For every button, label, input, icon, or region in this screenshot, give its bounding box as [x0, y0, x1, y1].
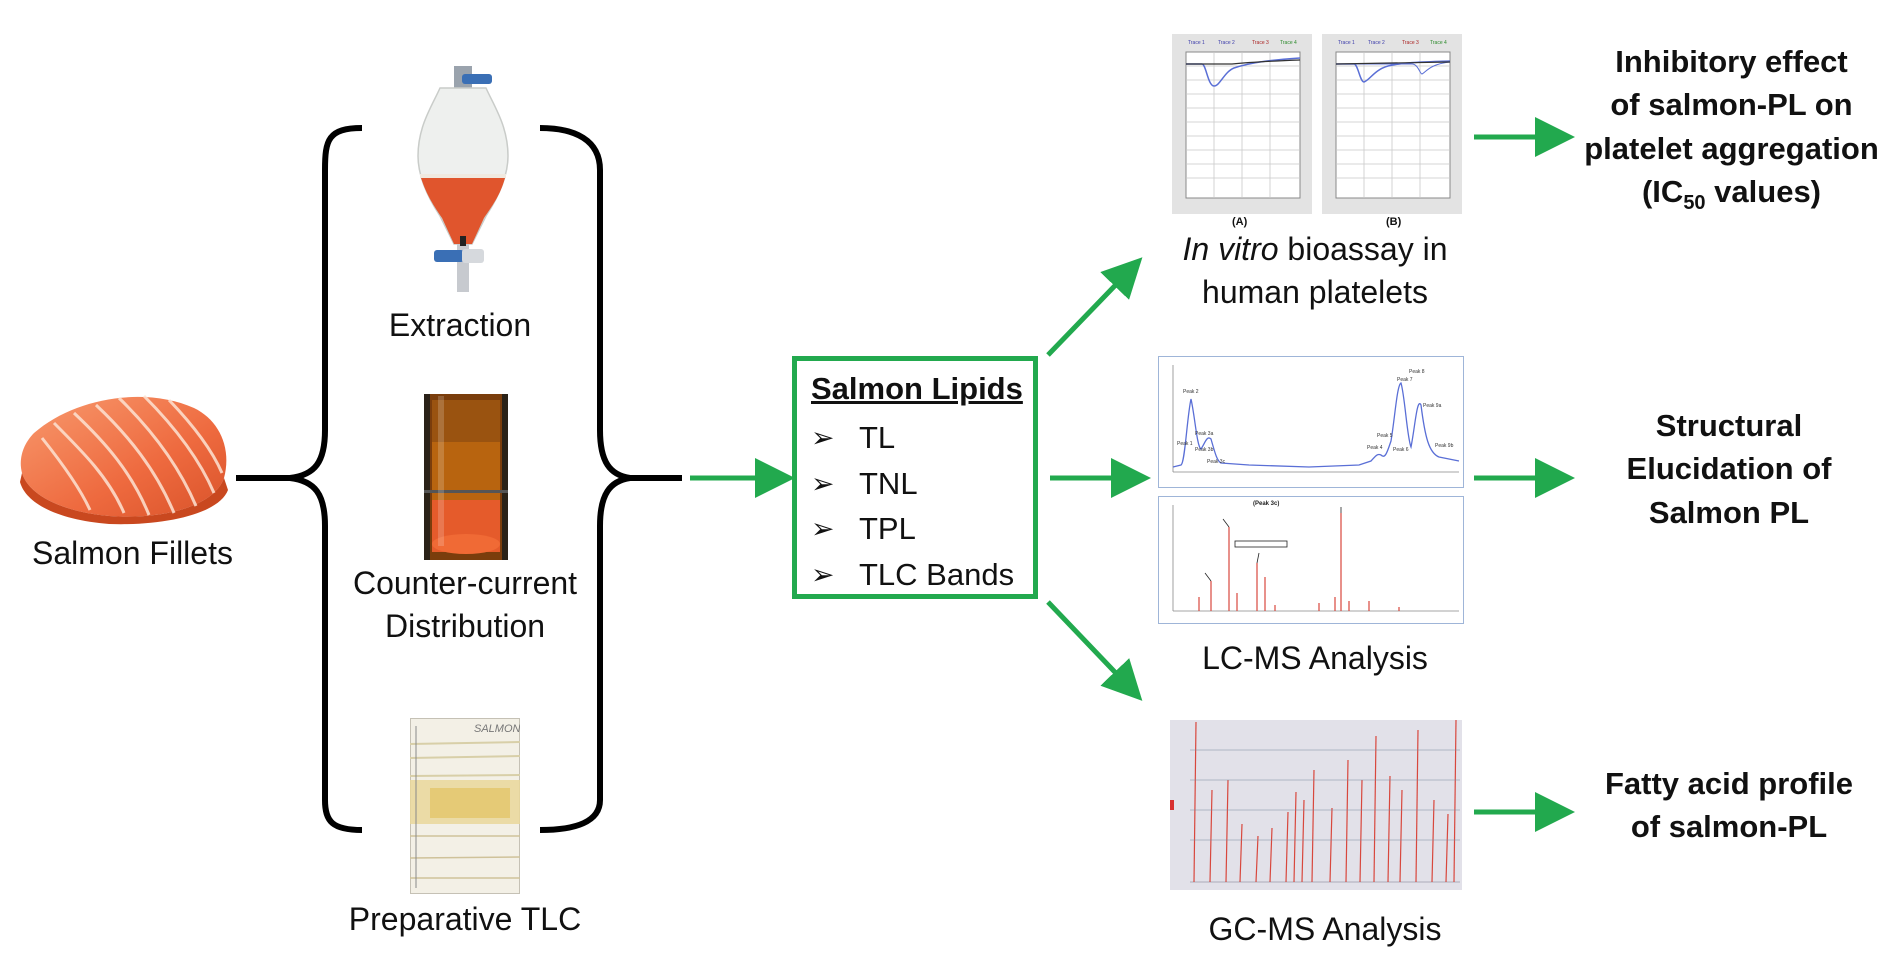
svg-text:Peak 5: Peak 5: [1377, 433, 1393, 439]
svg-text:Peak 8: Peak 8: [1409, 369, 1425, 375]
gcms-label: GC-MS Analysis: [1208, 911, 1442, 947]
method-label-ccd: Counter-current Distribution: [330, 562, 600, 648]
lipid-item: ➢ TL: [811, 415, 1014, 461]
result-structural-line3: Salmon PL: [1648, 494, 1810, 530]
result-inhibitory-line2: of salmon-PL on: [1610, 87, 1853, 123]
arrowhead-bullet-icon: ➢: [811, 558, 835, 590]
ccd-tube-image: [424, 394, 508, 560]
result-structural-line2: Elucidation of: [1626, 451, 1832, 487]
arrowhead-bullet-icon: ➢: [811, 467, 835, 499]
lipid-item: ➢ TLC Bands: [811, 552, 1014, 598]
arrow-to-bioassay: [1046, 257, 1143, 357]
svg-text:Peak 6: Peak 6: [1393, 447, 1409, 453]
result-fatty-line2: of salmon-PL: [1630, 809, 1828, 845]
result-structural-elucidation: Structural Elucidation of Salmon PL: [1574, 404, 1884, 534]
lcms-label: LC-MS Analysis: [1202, 640, 1428, 676]
bioassay-label-line2: human platelets: [1202, 274, 1428, 311]
panel-a-caption: (A): [1232, 216, 1248, 228]
svg-text:Peak 2: Peak 2: [1183, 389, 1199, 395]
right-brace: [539, 125, 682, 833]
bioassay-label-rest: bioassay in: [1278, 231, 1448, 267]
method-label-tlc: Preparative TLC: [348, 901, 582, 937]
lipid-item-label: TLC Bands: [859, 556, 1015, 592]
svg-text:Peak 7: Peak 7: [1397, 377, 1413, 383]
aggregation-trace-panel-b: Trace 1 Trace 2 Trace 3 Trace 4: [1322, 34, 1462, 214]
mass-spectrum-panel: (Peak 3c): [1158, 496, 1464, 624]
svg-text:Peak 9b: Peak 9b: [1435, 443, 1454, 449]
salmon-fillets-label: Salmon Fillets: [32, 535, 233, 571]
svg-text:Peak 1: Peak 1: [1177, 441, 1193, 447]
lipid-item: ➢ TPL: [811, 506, 1014, 552]
bioassay-label-italic: In vitro: [1182, 231, 1279, 267]
lipid-item: ➢ TNL: [811, 461, 1014, 507]
ic-subscript: 50: [1683, 192, 1706, 215]
result-inhibitory-effect: Inhibitory effect of salmon-PL on platel…: [1574, 40, 1889, 217]
salmon-lipids-box: Salmon Lipids ➢ TL ➢ TNL ➢ TPL ➢ TLC Bands: [792, 356, 1038, 599]
svg-text:Peak 3c: Peak 3c: [1207, 459, 1226, 465]
tlc-plate-text: SALMON: [474, 723, 520, 735]
bioassay-label-line1: In vitro bioassay in: [1150, 228, 1480, 271]
salmon-lipids-list: ➢ TL ➢ TNL ➢ TPL ➢ TLC Bands: [811, 415, 1014, 597]
panel-b-caption: (B): [1386, 216, 1402, 228]
result-inhibitory-line3: platelet aggregation: [1584, 130, 1879, 166]
bioassay-label: In vitro bioassay in human platelets: [1150, 228, 1480, 314]
separatory-funnel-image: [412, 66, 514, 292]
svg-text:Trace 3: Trace 3: [1252, 40, 1269, 46]
svg-text:Trace 4: Trace 4: [1430, 40, 1447, 46]
salmon-fillet-image: [14, 378, 236, 528]
aggregation-trace-panel-a: Trace 1 Trace 2 Trace 3 Trace 4: [1172, 34, 1312, 214]
gc-chromatogram-image: [1170, 720, 1462, 890]
svg-text:Peak 3b: Peak 3b: [1195, 447, 1214, 453]
svg-text:Trace 2: Trace 2: [1368, 40, 1385, 46]
arrow-to-gcms: [1046, 600, 1143, 701]
lipid-item-label: TPL: [859, 511, 916, 547]
result-fatty-acid-profile: Fatty acid profile of salmon-PL: [1574, 762, 1884, 849]
svg-text:Trace 2: Trace 2: [1218, 40, 1235, 46]
svg-text:Trace 1: Trace 1: [1188, 40, 1205, 46]
svg-text:Trace 1: Trace 1: [1338, 40, 1355, 46]
result-fatty-line1: Fatty acid profile: [1604, 766, 1854, 801]
left-brace: [236, 125, 363, 833]
svg-text:Peak 3a: Peak 3a: [1195, 431, 1214, 437]
result-inhibitory-line4: (IC50 values): [1574, 170, 1889, 217]
result-inhibitory-line1: Inhibitory effect: [1615, 44, 1848, 79]
lipid-item-label: TNL: [859, 465, 918, 501]
ic-prefix: (IC: [1641, 174, 1684, 210]
tlc-plate-image: SALMON: [410, 718, 520, 894]
svg-text:Trace 3: Trace 3: [1402, 40, 1419, 46]
method-label-ccd-text: Counter-current Distribution: [352, 565, 578, 645]
arrowhead-bullet-icon: ➢: [811, 422, 835, 454]
svg-text:Trace 4: Trace 4: [1280, 40, 1297, 46]
arrowhead-bullet-icon: ➢: [811, 513, 835, 545]
salmon-lipids-title: Salmon Lipids: [811, 371, 1023, 406]
svg-text:Peak 4: Peak 4: [1367, 445, 1383, 451]
ms-spectrum-title: (Peak 3c): [1253, 501, 1279, 507]
result-structural-line1: Structural: [1655, 408, 1803, 443]
ic-suffix: values): [1705, 174, 1822, 210]
method-label-extraction: Extraction: [388, 307, 532, 343]
lipid-item-label: TL: [859, 420, 896, 456]
svg-text:Peak 9a: Peak 9a: [1423, 403, 1442, 409]
